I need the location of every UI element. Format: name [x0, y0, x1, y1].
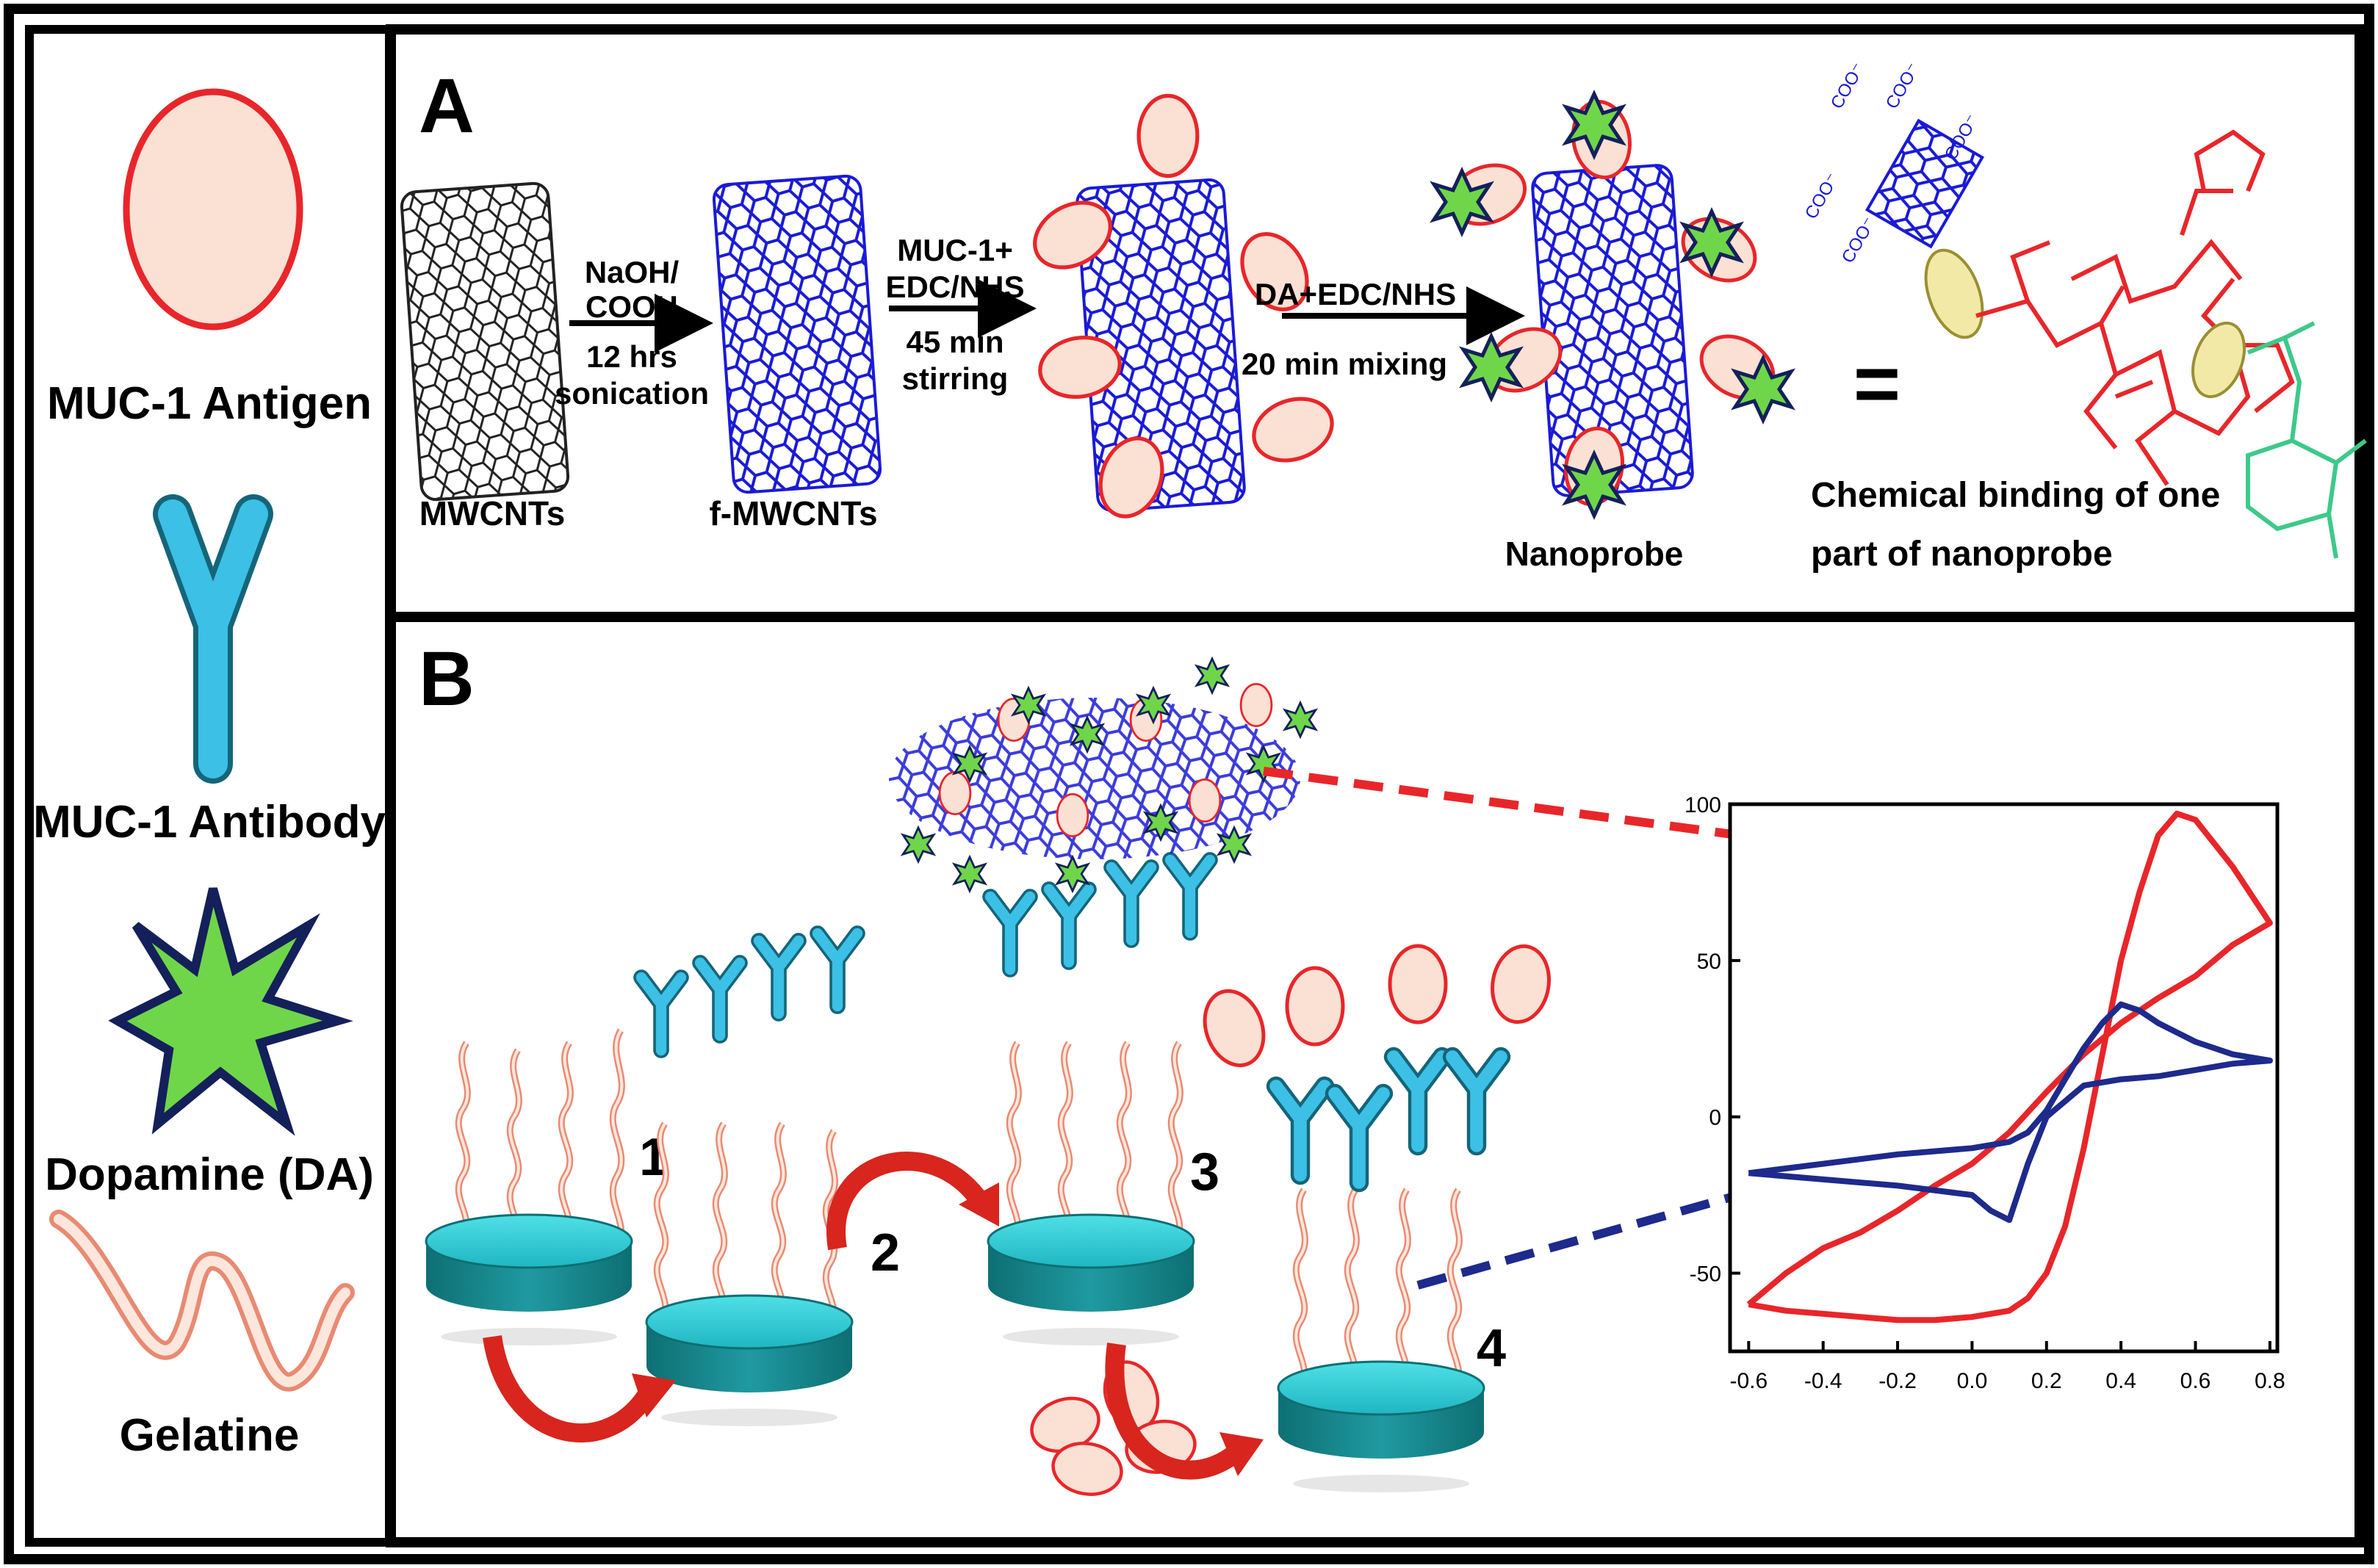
x-tick-label: -0.4 [1804, 1369, 1842, 1393]
step-2-to-3-arrow [826, 1152, 999, 1251]
amide-bond-highlight [1924, 248, 1984, 339]
step-1-to-2-arrow [483, 1335, 676, 1443]
step-2-arrow: MUC-1+ EDC/NHS 45 min stirring [885, 233, 1037, 396]
svg-text:EDC/NHS: EDC/NHS [885, 270, 1024, 304]
step-3-arrow: DA+EDC/NHS 20 min mixing [1242, 277, 1525, 381]
svg-text:20 min mixing: 20 min mixing [1242, 347, 1447, 381]
x-tick-label: 0.4 [2105, 1369, 2136, 1393]
x-tick-label: -0.6 [1729, 1369, 1768, 1393]
antibody-legend-icon [153, 494, 273, 784]
x-tick-label: -0.2 [1878, 1369, 1917, 1393]
x-tick-label: 0.2 [2031, 1369, 2062, 1393]
antigen-legend-icon [123, 88, 303, 330]
chemical-label-line2: part of nanoprobe [1811, 535, 2113, 574]
step-number-2: 2 [871, 1224, 900, 1282]
cv-series-line-1 [1746, 810, 2273, 1323]
chemical-label-line1: Chemical binding of one [1811, 476, 2220, 515]
legend-antibody-label: MUC-1 Antibody [33, 797, 386, 848]
mwcnt-label: MWCNTs [419, 494, 565, 532]
nanoprobe-cluster [889, 657, 1317, 892]
legend: MUC-1 Antigen MUC-1 Antibody Dopamine (D… [33, 88, 386, 1461]
electrode-3 [889, 657, 1317, 1347]
amide-bond-highlight [2191, 321, 2246, 399]
svg-text:DA+EDC/NHS: DA+EDC/NHS [1255, 277, 1456, 311]
gelatine-legend-icon [49, 1210, 355, 1392]
chemical-structure: COO⁻ COO⁻ COO⁻ COO⁻ COO⁻ [1801, 59, 2367, 559]
antigen-coated-tube [1023, 95, 1341, 525]
panel-b: B 1 2 [419, 636, 2285, 1500]
cv-chart: -0.6 -0.4 -0.2 0.0 0.2 0.4 0.6 0.8 100 50 0 -50 [1685, 793, 2285, 1393]
svg-text:COOH: COOH [586, 289, 678, 324]
antigen [1139, 95, 1197, 176]
legend-dopamine-label: Dopamine (DA) [45, 1149, 374, 1200]
equals-sign: = [1853, 339, 1900, 429]
electrode-to-cv-connector [1416, 1182, 1772, 1290]
fmwcnt-tube [712, 174, 882, 494]
x-tick-label: 0.8 [2255, 1369, 2285, 1393]
legend-antigen-label: MUC-1 Antigen [47, 378, 372, 429]
svg-text:sonication: sonication [555, 376, 709, 411]
mwcnt-tube [400, 181, 570, 502]
svg-text:stirring: stirring [902, 361, 1009, 396]
y-tick-label: -50 [1690, 1262, 1721, 1287]
svg-text:12 hrs: 12 hrs [586, 339, 677, 374]
x-tick-label: 0.0 [1957, 1369, 1988, 1393]
y-tick-label: 0 [1709, 1106, 1721, 1130]
step-1-arrow: NaOH/ COOH 12 hrs sonication [555, 255, 713, 411]
svg-text:MUC-1+: MUC-1+ [897, 233, 1013, 267]
panel-b-letter: B [419, 636, 475, 722]
panel-a: A MWCNTs NaOH/ COOH 12 hrs sonication f-… [400, 59, 2367, 574]
y-tick-label: 50 [1697, 950, 1721, 974]
step-3-to-4-arrow [1105, 1343, 1264, 1480]
legend-gelatine-label: Gelatine [120, 1410, 300, 1461]
fmwcnt-label: f-MWCNTs [709, 494, 877, 532]
svg-text:NaOH/: NaOH/ [585, 255, 680, 289]
x-tick-label: 0.6 [2180, 1369, 2211, 1393]
nanoprobe-label: Nanoprobe [1505, 535, 1684, 573]
nanoprobe-tube [1434, 94, 1791, 516]
cv-series-line-2 [1748, 1001, 2273, 1224]
y-tick-label: 100 [1685, 793, 1721, 817]
step-number-3: 3 [1190, 1143, 1219, 1202]
antigen [1287, 968, 1343, 1044]
step-number-4: 4 [1477, 1319, 1506, 1378]
cv-plot-frame [1728, 802, 2280, 1354]
svg-text:45 min: 45 min [906, 325, 1004, 359]
antigen [1390, 946, 1446, 1022]
dopamine-legend-icon [108, 887, 353, 1136]
panel-a-frame [386, 24, 2365, 622]
panel-a-letter: A [419, 63, 475, 149]
